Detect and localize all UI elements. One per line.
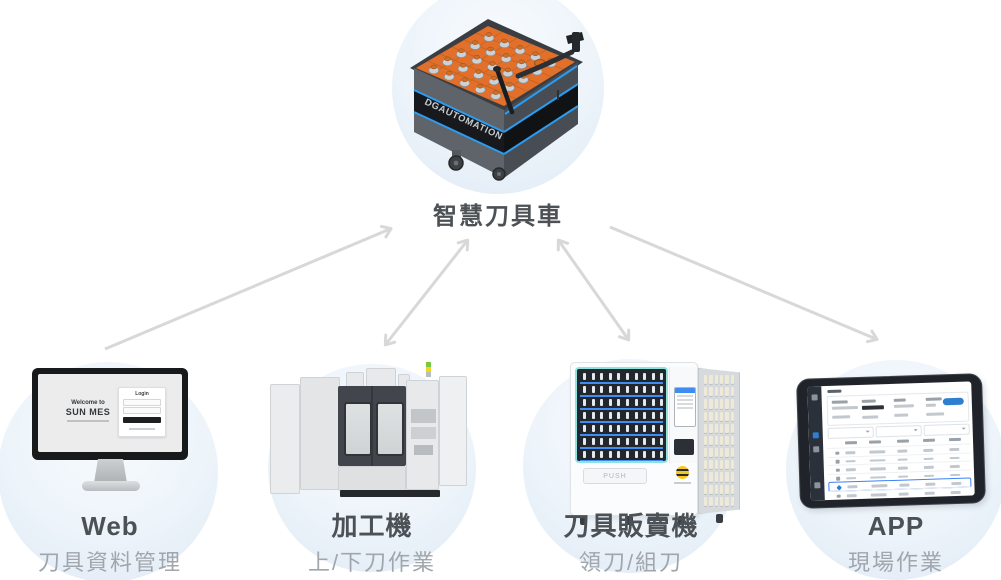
monitor-frame: Welcome to SUN MES Login xyxy=(32,368,188,460)
tablet-illustration xyxy=(796,373,986,509)
login-username-field xyxy=(123,399,161,406)
vending-side-lockers xyxy=(698,368,740,514)
arrow-hub-to-app xyxy=(609,225,879,344)
app-back-link-bar xyxy=(827,389,842,393)
vending-shelf-row xyxy=(580,384,664,397)
cart-caster-wheel xyxy=(448,150,464,171)
arrow-hub-vending xyxy=(556,238,631,342)
vending-subtitle: 領刀/組刀 xyxy=(578,549,684,575)
monitor-stand-base xyxy=(82,481,140,491)
monitor-screen: Welcome to SUN MES Login xyxy=(38,374,182,452)
cart-brand-band-right xyxy=(504,84,578,154)
welcome-tagline-bar xyxy=(67,420,109,422)
app-table xyxy=(821,381,972,500)
machine-title: 加工機 xyxy=(331,511,413,541)
machine-subtitle: 上/下刀作業 xyxy=(307,549,437,575)
web-label: Web 刀具資料管理 xyxy=(0,512,240,577)
vending-card-reader xyxy=(674,439,694,455)
hub-label: 智慧刀具車 xyxy=(433,203,563,230)
app-primary-button xyxy=(942,397,964,406)
cart-handle-bar xyxy=(515,49,575,79)
cart-blue-stripe xyxy=(413,111,505,155)
vending-title: 刀具販賣機 xyxy=(563,511,699,541)
cart-caster-wheel xyxy=(492,167,506,181)
login-footnote-bar xyxy=(129,428,155,430)
app-filter-dropdown xyxy=(875,425,922,438)
cart-brand-band-left xyxy=(414,90,504,154)
vending-shelf-row xyxy=(580,449,664,461)
app-sidebar-icon xyxy=(813,446,820,453)
cnc-top-unit xyxy=(366,368,396,388)
vending-shelf-row xyxy=(580,423,664,436)
cnc-control-screen-2 xyxy=(411,427,436,439)
arrow-web-to-hub xyxy=(104,224,393,351)
app-subtitle: 現場作業 xyxy=(847,549,944,575)
login-button xyxy=(123,417,161,423)
app-sidebar-icon xyxy=(814,482,821,489)
machine-label: 加工機 上/下刀作業 xyxy=(242,512,502,577)
login-card: Login xyxy=(118,387,166,437)
bee-logo-text-bar xyxy=(674,482,691,484)
cart-joystick-knob xyxy=(493,66,501,72)
vending-caster xyxy=(626,516,633,525)
vending-caster xyxy=(580,516,587,525)
vending-caster xyxy=(678,516,685,525)
vending-display-window xyxy=(575,367,668,463)
cart-blue-trim-top xyxy=(504,65,578,115)
vending-shelf-row xyxy=(580,371,664,384)
app-filter-dropdown xyxy=(827,426,874,439)
app-sidebar-icon xyxy=(811,394,818,401)
cnc-left-outer-panel xyxy=(270,384,300,494)
cnc-door-window-right xyxy=(376,402,404,456)
app-sidebar-icon-active xyxy=(812,432,819,439)
cnc-machine-illustration xyxy=(266,360,472,502)
locker-grid xyxy=(704,375,734,507)
web-subtitle: 刀具資料管理 xyxy=(37,549,182,575)
cnc-right-panel xyxy=(439,376,467,486)
vending-label: 刀具販賣機 領刀/組刀 xyxy=(501,512,761,577)
cart-handle-post xyxy=(572,32,580,52)
web-title: Web xyxy=(81,511,139,541)
welcome-line2: SUN MES xyxy=(65,407,111,417)
vending-touchscreen xyxy=(674,387,696,427)
cnc-control-keypad xyxy=(414,445,433,455)
app-info-card xyxy=(826,391,970,426)
vending-console-column xyxy=(669,367,697,463)
app-main-area xyxy=(821,381,975,500)
monitor-stand-neck xyxy=(94,459,127,483)
vending-push-flap: PUSH xyxy=(583,468,647,484)
cnc-door-section xyxy=(338,386,406,466)
cnc-floor-strip xyxy=(340,490,440,497)
cart-joystick xyxy=(495,69,515,115)
cnc-signal-tower xyxy=(426,362,431,377)
cnc-door-divider xyxy=(371,386,373,466)
welcome-block: Welcome to SUN MES xyxy=(58,400,118,422)
app-label: APP 現場作業 xyxy=(766,512,1001,577)
cart-blue-stripe xyxy=(503,105,579,155)
cnc-left-panel xyxy=(300,377,340,490)
cnc-control-column xyxy=(406,380,439,490)
vending-shelf-row xyxy=(580,436,664,449)
cart-blue-stripe xyxy=(503,83,579,133)
app-title: APP xyxy=(867,511,925,541)
login-password-field xyxy=(123,407,161,414)
app-filter-dropdown xyxy=(923,423,970,436)
vending-shelf-row xyxy=(580,410,664,423)
cart-tool-holders xyxy=(428,32,557,100)
vending-caster xyxy=(716,514,723,523)
tablet-screen xyxy=(807,381,975,501)
vending-shelf-row xyxy=(580,397,664,410)
bee-logo xyxy=(676,466,689,479)
cnc-control-screen xyxy=(411,409,436,423)
tool-vending-machine-illustration: PUSH xyxy=(566,358,744,526)
cart-blue-stripe xyxy=(413,89,505,133)
cnc-base-panel xyxy=(338,466,406,491)
cnc-door-window-left xyxy=(344,402,372,456)
arrow-hub-machine xyxy=(383,238,470,347)
login-title: Login xyxy=(135,391,149,397)
welcome-line1: Welcome to xyxy=(71,400,105,406)
smart-tool-cart-illustration: DGAUTOMATION xyxy=(410,19,584,181)
